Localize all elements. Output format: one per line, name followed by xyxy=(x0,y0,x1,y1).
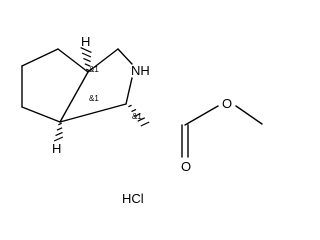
stereo-label-lower: &1 xyxy=(89,94,99,103)
bond-carbonyl-c-oester xyxy=(184,105,219,126)
salt-label: HCl xyxy=(122,191,144,206)
hashed-bond-ester xyxy=(128,104,150,127)
nitrogen-label: NH xyxy=(131,63,150,78)
bond-c6-c6a xyxy=(21,106,61,123)
bond-c3a-c3 xyxy=(87,48,119,73)
bond-c3-n xyxy=(117,48,133,65)
ester-oxygen-label: O xyxy=(222,96,232,111)
stereo-label-alpha: &1 xyxy=(132,112,142,121)
stereo-label-upper: &1 xyxy=(89,65,99,74)
molecule-structure: NH H H O O &1 &1 &1 HCl xyxy=(21,34,263,206)
bond-n-c1 xyxy=(125,77,133,105)
bond-c6a-c3a xyxy=(59,71,89,123)
hydrogen-top-label: H xyxy=(81,34,90,49)
bond-c1-c6a xyxy=(59,103,127,123)
cyclopentane-ring xyxy=(21,48,89,123)
bond-c3a-c4 xyxy=(57,48,89,73)
bond-c4-c5 xyxy=(21,48,59,67)
hashed-bond-top-h xyxy=(80,47,92,72)
ester-group xyxy=(181,105,263,158)
pyrrolidine-ring xyxy=(59,48,133,123)
hydrogen-bottom-label: H xyxy=(52,141,61,156)
hashed-bond-bottom-h xyxy=(53,122,64,142)
carbonyl-oxygen-label: O xyxy=(181,159,191,174)
bond-oester-methyl xyxy=(235,105,263,125)
